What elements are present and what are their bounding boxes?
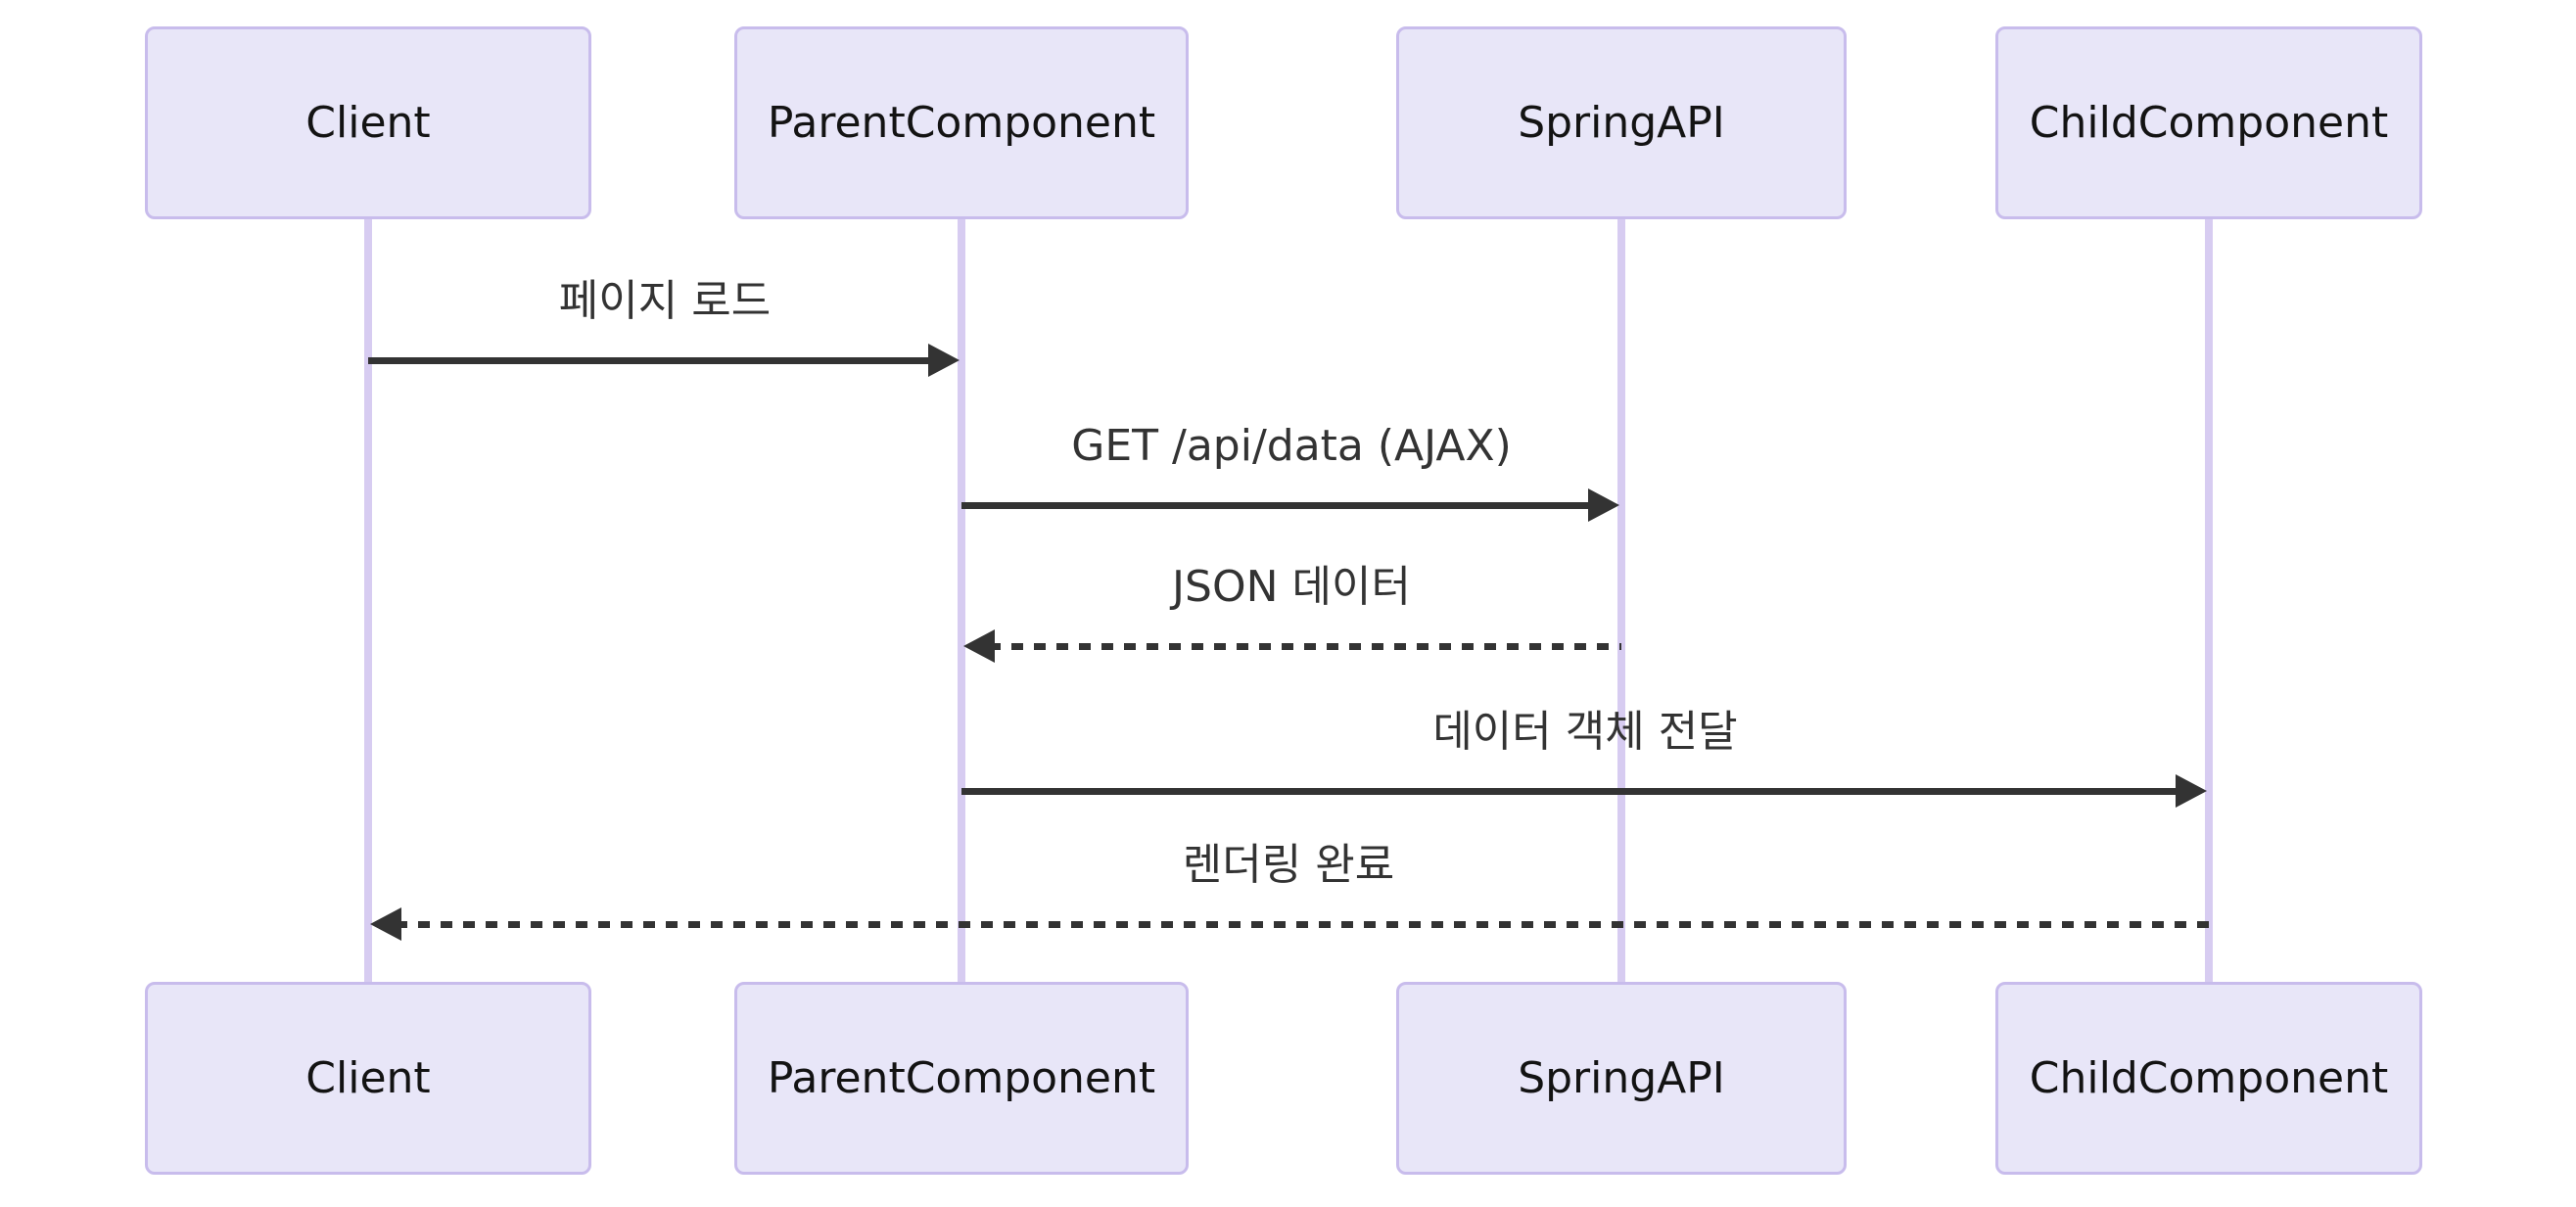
message-line-4 — [961, 788, 2181, 795]
message-label-3: JSON 데이터 — [1172, 562, 1411, 612]
message-label-4: 데이터 객체 전달 — [1432, 707, 1738, 757]
message-arrowhead-2 — [1588, 488, 1619, 522]
message-line-3 — [989, 643, 1621, 650]
message-arrowhead-1 — [928, 344, 960, 377]
lifeline-child — [2205, 215, 2213, 984]
message-line-1 — [368, 357, 934, 364]
actor-box-top-spring: SpringAPI — [1396, 26, 1847, 219]
message-arrowhead-5 — [370, 907, 401, 941]
actor-box-bottom-spring: SpringAPI — [1396, 982, 1847, 1175]
lifeline-parent — [958, 215, 965, 984]
actor-label-parent: ParentComponent — [767, 98, 1156, 148]
actor-label-child: ChildComponent — [2029, 1053, 2389, 1103]
actor-box-bottom-parent: ParentComponent — [734, 982, 1189, 1175]
actor-box-top-client: Client — [145, 26, 591, 219]
message-line-5 — [396, 921, 2209, 928]
actor-label-spring: SpringAPI — [1518, 1053, 1725, 1103]
actor-label-child: ChildComponent — [2029, 98, 2389, 148]
actor-label-client: Client — [305, 98, 431, 148]
message-arrowhead-4 — [2176, 774, 2207, 808]
message-label-1: 페이지 로드 — [558, 276, 772, 326]
actor-label-client: Client — [305, 1053, 431, 1103]
actor-label-parent: ParentComponent — [767, 1053, 1156, 1103]
actor-label-spring: SpringAPI — [1518, 98, 1725, 148]
message-line-2 — [961, 502, 1594, 509]
message-arrowhead-3 — [963, 629, 995, 663]
actor-box-top-child: ChildComponent — [1995, 26, 2422, 219]
message-label-5: 렌더링 완료 — [1182, 840, 1395, 890]
actor-box-bottom-client: Client — [145, 982, 591, 1175]
actor-box-bottom-child: ChildComponent — [1995, 982, 2422, 1175]
message-label-2: GET /api/data (AJAX) — [1071, 421, 1512, 471]
actor-box-top-parent: ParentComponent — [734, 26, 1189, 219]
lifeline-spring — [1617, 215, 1625, 984]
lifeline-client — [364, 215, 372, 984]
